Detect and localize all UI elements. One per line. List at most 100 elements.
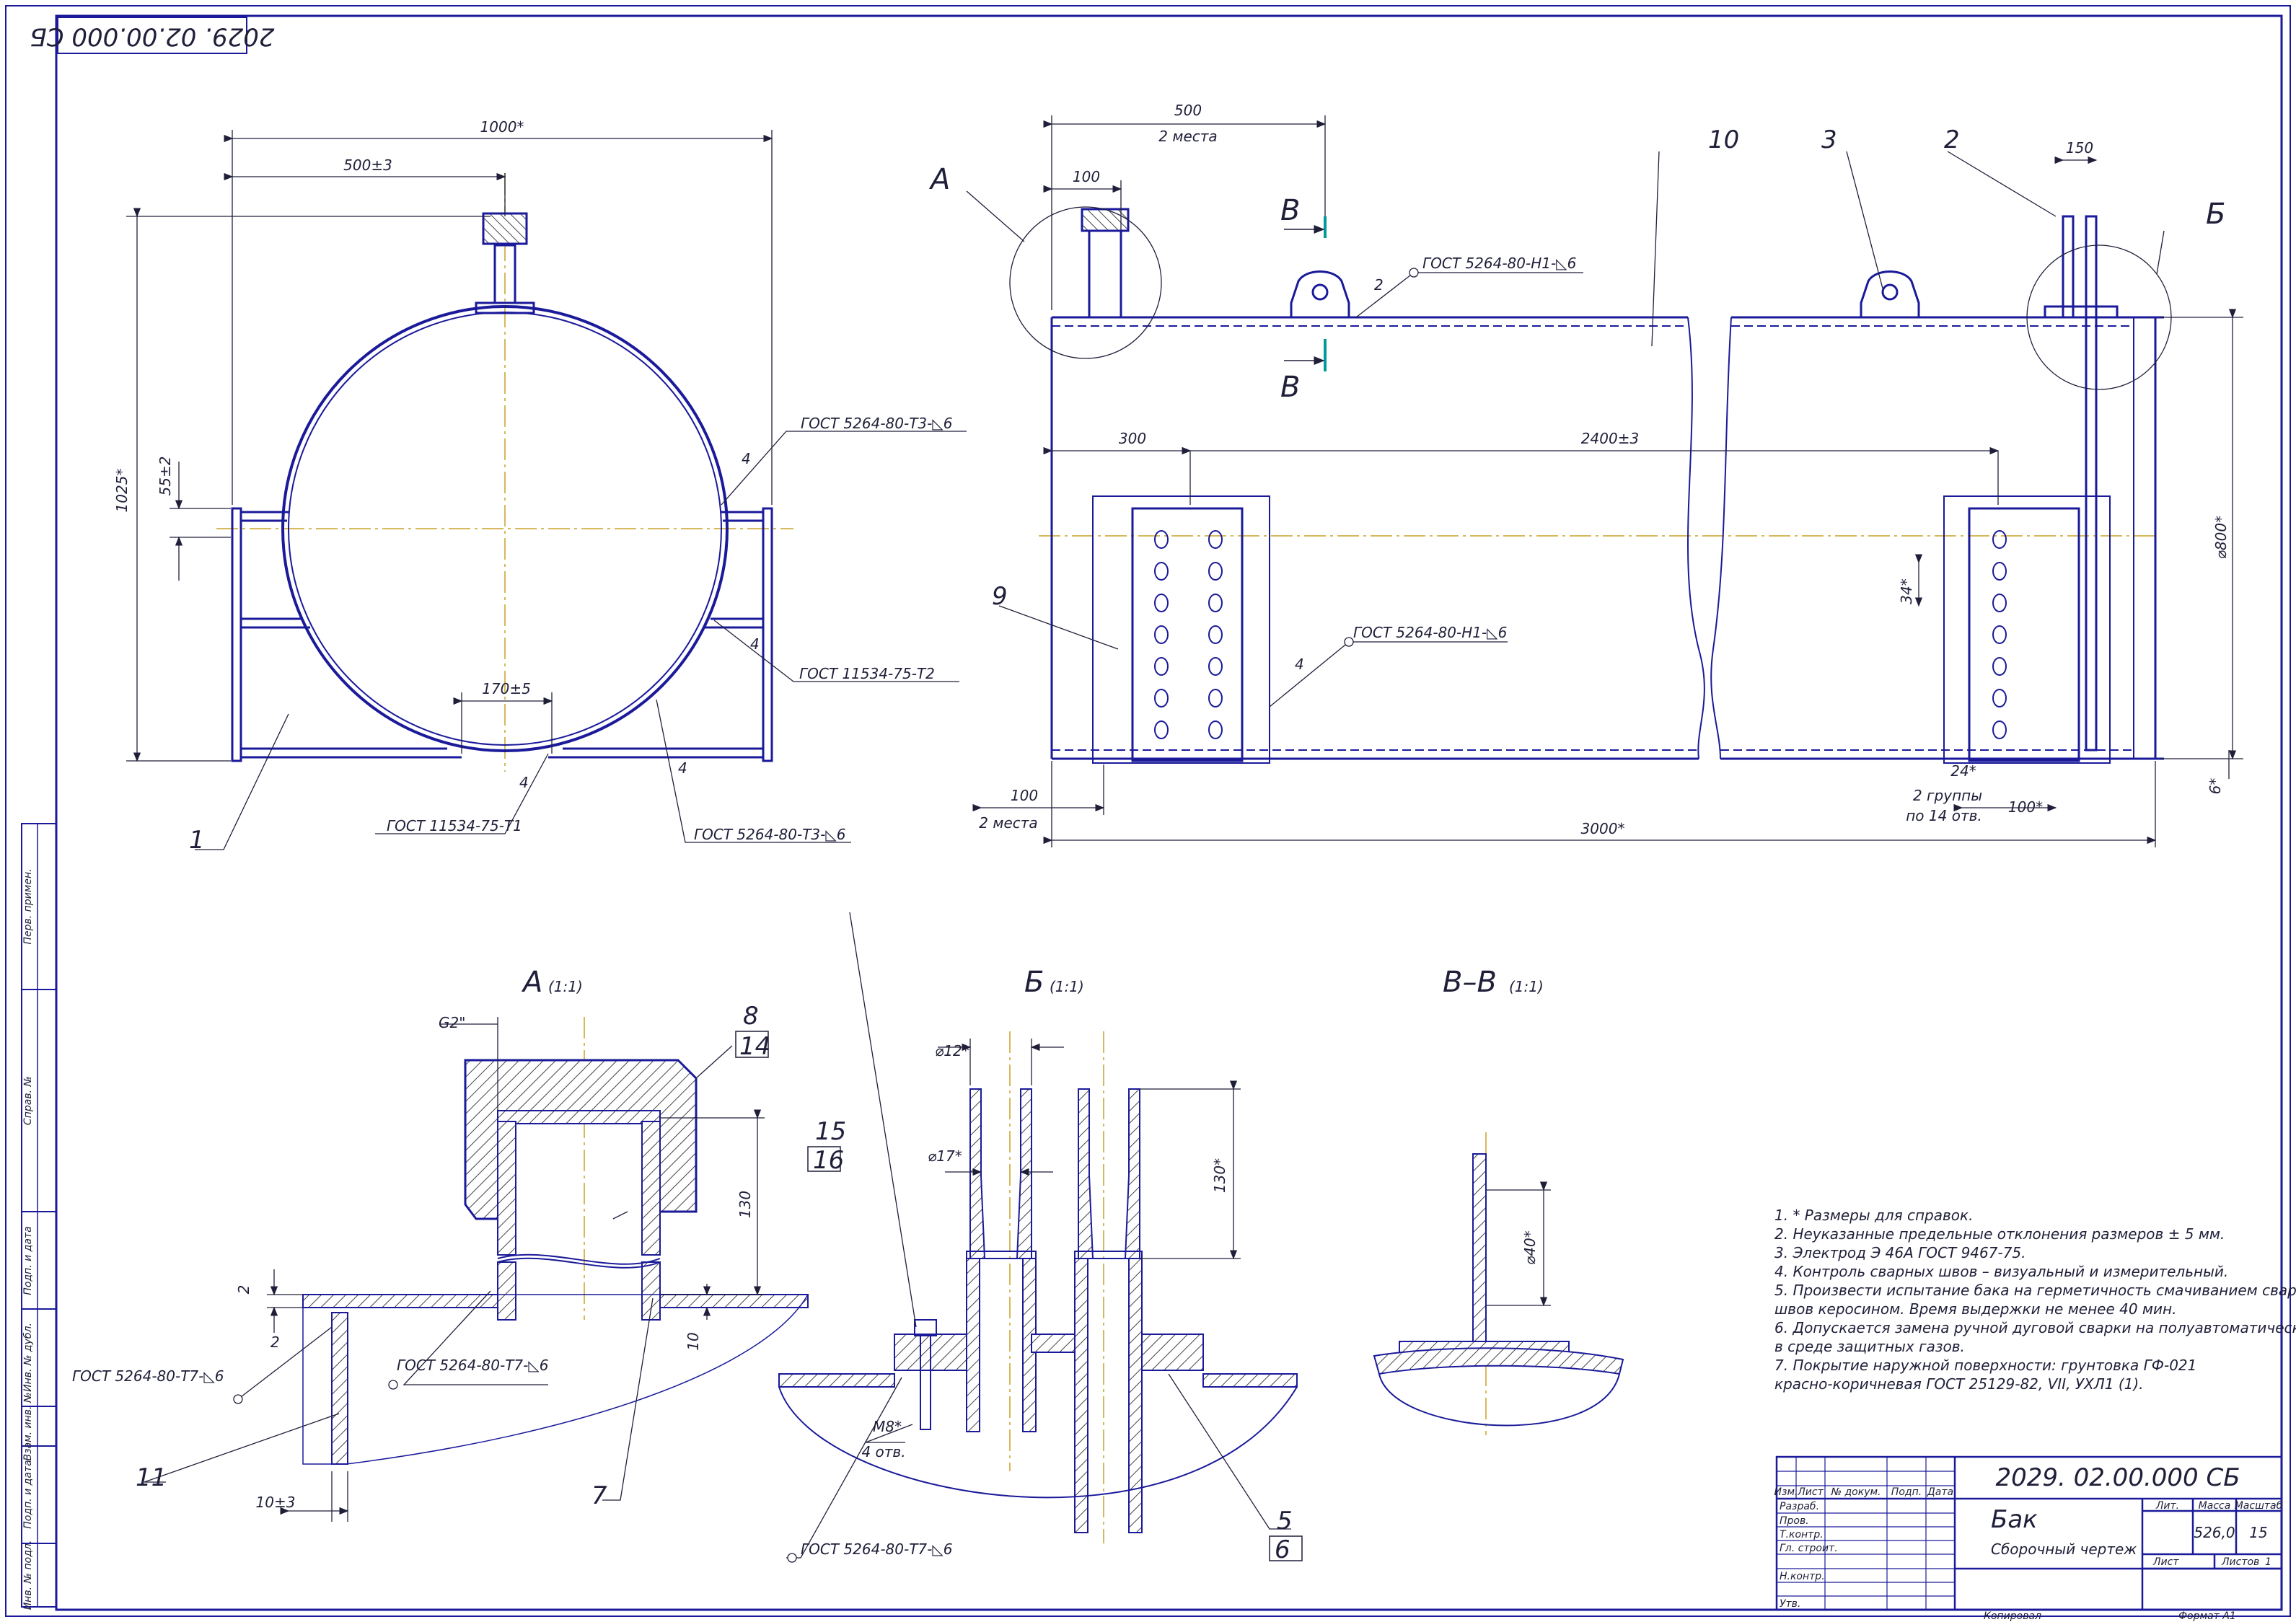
dim-10-3: 10±3 bbox=[256, 1494, 296, 1511]
side-stamp-cell: Справ. № bbox=[22, 1076, 34, 1125]
dim-500-top: 500 bbox=[1174, 102, 1202, 119]
section-mark-V-bottom: В bbox=[1280, 371, 1300, 404]
mounting-hole bbox=[1208, 562, 1223, 581]
weld-leg: 2 bbox=[270, 1334, 280, 1351]
dim-diam-12: ⌀12* bbox=[935, 1042, 969, 1059]
view-A-scale: (1:1) bbox=[548, 978, 583, 995]
weld-label: ГОСТ 11534-75-Т1 bbox=[387, 817, 522, 834]
position-8: 8 bbox=[743, 1002, 759, 1031]
title-block: Изм. Лист № докум. Подп. Дата Разраб. Пр… bbox=[1774, 1455, 2283, 1622]
hole-grid-right bbox=[1992, 530, 2007, 739]
dim-diam-17: ⌀17* bbox=[928, 1147, 962, 1165]
position-11: 11 bbox=[136, 1463, 167, 1492]
tb-role: Пров. bbox=[1780, 1515, 1809, 1527]
tb-header: Подп. bbox=[1891, 1486, 1922, 1498]
mounting-hole bbox=[1208, 625, 1223, 644]
hole-grid-left bbox=[1154, 530, 1223, 739]
mounting-hole bbox=[1992, 720, 2007, 739]
callout-B: Б bbox=[2206, 198, 2225, 231]
side-stamp: Перв. примен. Справ. № Подп. и дата Инв.… bbox=[21, 823, 57, 1610]
dim-2400: 2400±3 bbox=[1581, 430, 1639, 447]
dim-170: 170±5 bbox=[482, 680, 531, 697]
note-line: 7. Покрытие наружной поверхности: грунто… bbox=[1774, 1357, 2196, 1374]
view-B-scale: (1:1) bbox=[1050, 978, 1084, 995]
mounting-hole bbox=[1154, 594, 1169, 612]
mounting-hole bbox=[1208, 530, 1223, 549]
dim-100-bottom: 100* bbox=[2008, 798, 2043, 816]
note-line: 6. Допускается замена ручной дуговой сва… bbox=[1774, 1319, 2296, 1336]
note-line: 1. * Размеры для справок. bbox=[1774, 1207, 1973, 1224]
side-stamp-cell: Инв. № подл. bbox=[22, 1541, 34, 1610]
dim-150: 150 bbox=[2066, 139, 2093, 157]
mounting-hole bbox=[1208, 594, 1223, 612]
weld-leg: 4 bbox=[742, 450, 751, 467]
weld-label: ГОСТ 5264-80-Т3-◺6 bbox=[694, 826, 845, 843]
dim-14holes: по 14 отв. bbox=[1906, 807, 1982, 824]
sheet-format: Формат А1 bbox=[2178, 1610, 2236, 1622]
side-view: А Б В В bbox=[928, 102, 2243, 847]
position-10: 10 bbox=[1708, 125, 1739, 154]
note-line: швов керосином. Время выдержки не менее … bbox=[1774, 1300, 2176, 1318]
dim-500-3: 500±3 bbox=[343, 157, 392, 174]
mounting-hole bbox=[1154, 720, 1169, 739]
side-stamp-cell: Подп. и дата bbox=[22, 1460, 34, 1528]
tb-header: № докум. bbox=[1830, 1486, 1881, 1498]
note-line: 4. Контроль сварных швов – визуальный и … bbox=[1774, 1263, 2228, 1280]
corner-stamp-code: 2029. 02.00.000 СБ bbox=[30, 22, 274, 51]
dim-1000: 1000* bbox=[480, 118, 524, 136]
dim-2: 2 bbox=[235, 1285, 252, 1295]
product-name: Бак bbox=[1991, 1505, 2038, 1534]
dim-130-b: 130* bbox=[1211, 1158, 1228, 1193]
mounting-hole bbox=[1154, 657, 1169, 676]
dim-100-top: 100 bbox=[1073, 168, 1100, 185]
mounting-hole bbox=[1208, 657, 1223, 676]
side-stamp-cell: Перв. примен. bbox=[22, 868, 34, 944]
side-stamp-cell: Взам. инв. № bbox=[22, 1392, 34, 1460]
dim-10: 10 bbox=[685, 1332, 702, 1350]
dim-diam-800: ⌀800* bbox=[2212, 516, 2230, 559]
dim-2mesta-left: 2 места bbox=[979, 814, 1037, 832]
side-stamp-cell: Подп. и дата bbox=[22, 1226, 34, 1295]
position-15: 15 bbox=[815, 1117, 846, 1146]
dim-55: 55±2 bbox=[157, 457, 174, 496]
position-16: 16 bbox=[813, 1146, 844, 1175]
weld-label: ГОСТ 5264-80-Т7-◺6 bbox=[397, 1357, 548, 1374]
mounting-hole bbox=[1154, 530, 1169, 549]
drawing-code: 2029. 02.00.000 СБ bbox=[1995, 1463, 2240, 1492]
dim-2mesta-top: 2 места bbox=[1158, 128, 1217, 145]
tb-role: Разраб. bbox=[1780, 1501, 1819, 1512]
sheet-frame bbox=[5, 5, 2291, 1617]
weld-label: ГОСТ 5264-80-Н1-◺6 bbox=[1422, 255, 1576, 272]
position-2: 2 bbox=[1944, 125, 1960, 154]
weld-label: ГОСТ 5264-80-Т7-◺6 bbox=[72, 1367, 224, 1385]
dim-6: 6* bbox=[2207, 778, 2224, 795]
dim-4holes: 4 отв. bbox=[861, 1443, 905, 1460]
weld-leg: 4 bbox=[1295, 656, 1304, 673]
weld-label: ГОСТ 5264-80-Т7-◺6 bbox=[801, 1541, 952, 1558]
dim-M8: M8* bbox=[873, 1418, 902, 1435]
mounting-hole bbox=[1992, 562, 2007, 581]
weld-label: ГОСТ 5264-80-Н1-◺6 bbox=[1353, 624, 1507, 641]
dim-300: 300 bbox=[1119, 430, 1146, 447]
note-line: 3. Электрод Э 46А ГОСТ 9467-75. bbox=[1774, 1244, 2026, 1261]
section-view-VV: В–В (1:1) ⌀40* bbox=[1373, 966, 1624, 1435]
position-1: 1 bbox=[189, 826, 205, 855]
view-A-title: А bbox=[521, 966, 542, 999]
mounting-hole bbox=[1154, 625, 1169, 644]
position-5: 5 bbox=[1277, 1507, 1293, 1535]
mounting-hole bbox=[1208, 689, 1223, 708]
weld-leg: 2 bbox=[1374, 276, 1384, 294]
mounting-hole bbox=[1992, 689, 2007, 708]
note-line: 2. Неуказанные предельные отклонения раз… bbox=[1774, 1225, 2225, 1243]
mounting-hole bbox=[1992, 594, 2007, 612]
document-type: Сборочный чертеж bbox=[1991, 1541, 2137, 1558]
dim-130: 130 bbox=[736, 1191, 754, 1218]
weld-leg: 4 bbox=[750, 635, 760, 653]
dim-diam-40: ⌀40* bbox=[1521, 1230, 1539, 1265]
tb-lit-header: Лит. bbox=[2155, 1500, 2179, 1512]
detail-view-B: Б (1:1) bbox=[778, 912, 1303, 1564]
position-6: 6 bbox=[1275, 1535, 1290, 1564]
tb-scale-header: Масштаб bbox=[2235, 1500, 2283, 1512]
view-VV-scale: (1:1) bbox=[1509, 978, 1544, 995]
detail-view-A: А (1:1) bbox=[72, 966, 809, 1522]
